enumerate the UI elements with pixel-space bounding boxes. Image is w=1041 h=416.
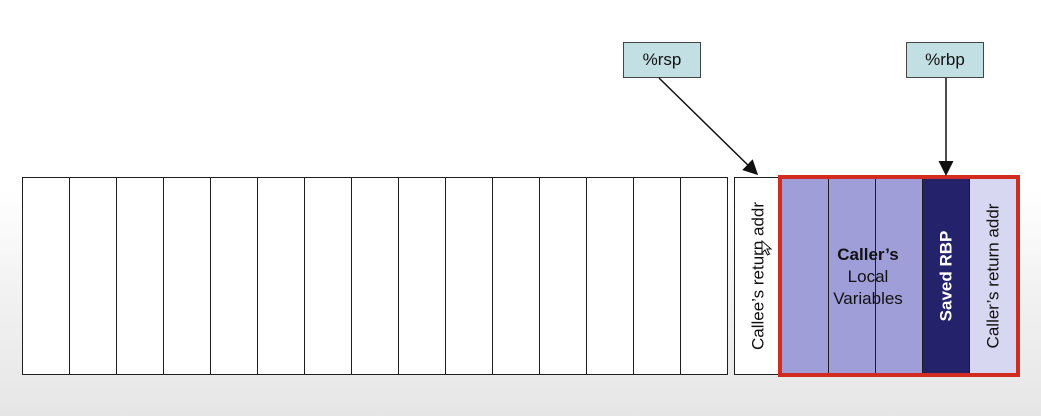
stack-slot-empty	[304, 177, 352, 375]
rsp-register-label: %rsp	[642, 50, 682, 69]
stack-slot-empty	[633, 177, 681, 375]
caller-return-addr-slot: Caller’s return addr	[969, 177, 1017, 375]
caller-return-addr-label: Caller’s return addr	[983, 203, 1003, 349]
stack-slot-empty	[163, 177, 211, 375]
stack-memory: Callee’s return addr Saved RBP Caller’s …	[22, 175, 1020, 377]
callee-return-addr-label: Callee’s return addr	[748, 201, 768, 351]
caller-locals-line2: Variables	[833, 289, 903, 308]
caller-locals-label: Caller’s Local Variables	[804, 244, 932, 310]
callee-return-addr-slot: Callee’s return addr	[734, 177, 782, 375]
stack-slot-empty	[22, 177, 70, 375]
mouse-cursor-icon	[761, 240, 773, 256]
stack-slot-empty	[257, 177, 305, 375]
rsp-register-box: %rsp	[623, 42, 701, 78]
stack-slot-empty	[116, 177, 164, 375]
rsp-arrow	[658, 77, 759, 176]
stack-slot-empty	[210, 177, 258, 375]
stack-slot-empty	[69, 177, 117, 375]
caller-locals-line1: Local	[847, 267, 889, 286]
caller-local-slot	[828, 177, 876, 375]
stack-slot-empty	[680, 177, 728, 375]
stack-slot-empty	[445, 177, 493, 375]
stack-slot-empty	[398, 177, 446, 375]
stack-slot-empty	[586, 177, 634, 375]
stack-slot-empty	[539, 177, 587, 375]
caller-locals-title: Caller’s	[837, 245, 899, 264]
rbp-register-label: %rbp	[925, 50, 965, 69]
rbp-register-box: %rbp	[906, 42, 984, 78]
stack-slot-empty	[492, 177, 540, 375]
stack-slot-empty	[351, 177, 399, 375]
saved-rbp-label: Saved RBP	[936, 230, 956, 322]
